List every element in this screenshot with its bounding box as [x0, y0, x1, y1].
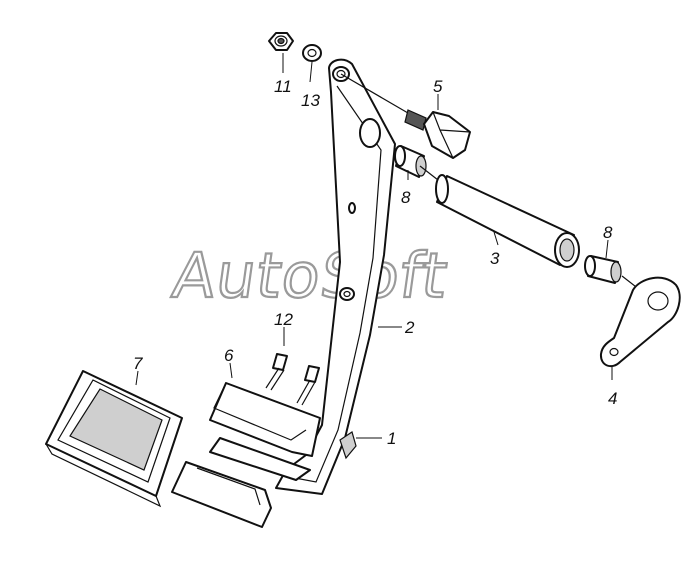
callout-labels: 11 13 5 8 3 8 4 2 1 12 6 7: [133, 77, 617, 448]
pins-part: [265, 353, 320, 406]
callout-1: 1: [387, 429, 396, 448]
watermark-logo: AutoSoft: [168, 239, 452, 312]
callout-13: 13: [301, 91, 320, 110]
callout-2: 2: [404, 318, 415, 337]
callout-6: 6: [224, 346, 234, 365]
callout-7: 7: [133, 354, 143, 373]
washer-part: [302, 44, 322, 62]
leader-lines: [135, 53, 613, 439]
callout-8-right: 8: [603, 223, 613, 242]
callout-12: 12: [274, 310, 293, 329]
bushing-right-part: [584, 255, 641, 291]
link-plate-part: [599, 276, 681, 368]
callout-8-left: 8: [401, 188, 411, 207]
callout-11: 11: [274, 77, 292, 96]
axle-tube-part: [419, 165, 580, 268]
nut-part: [268, 32, 294, 51]
clip-plate-part: [171, 382, 321, 528]
callout-5: 5: [433, 77, 443, 96]
bushing-left-part: [394, 145, 427, 178]
callout-4: 4: [608, 389, 617, 408]
callout-3: 3: [490, 249, 500, 268]
bolt-part: [340, 73, 471, 159]
pedal-pad-part: [45, 370, 183, 508]
